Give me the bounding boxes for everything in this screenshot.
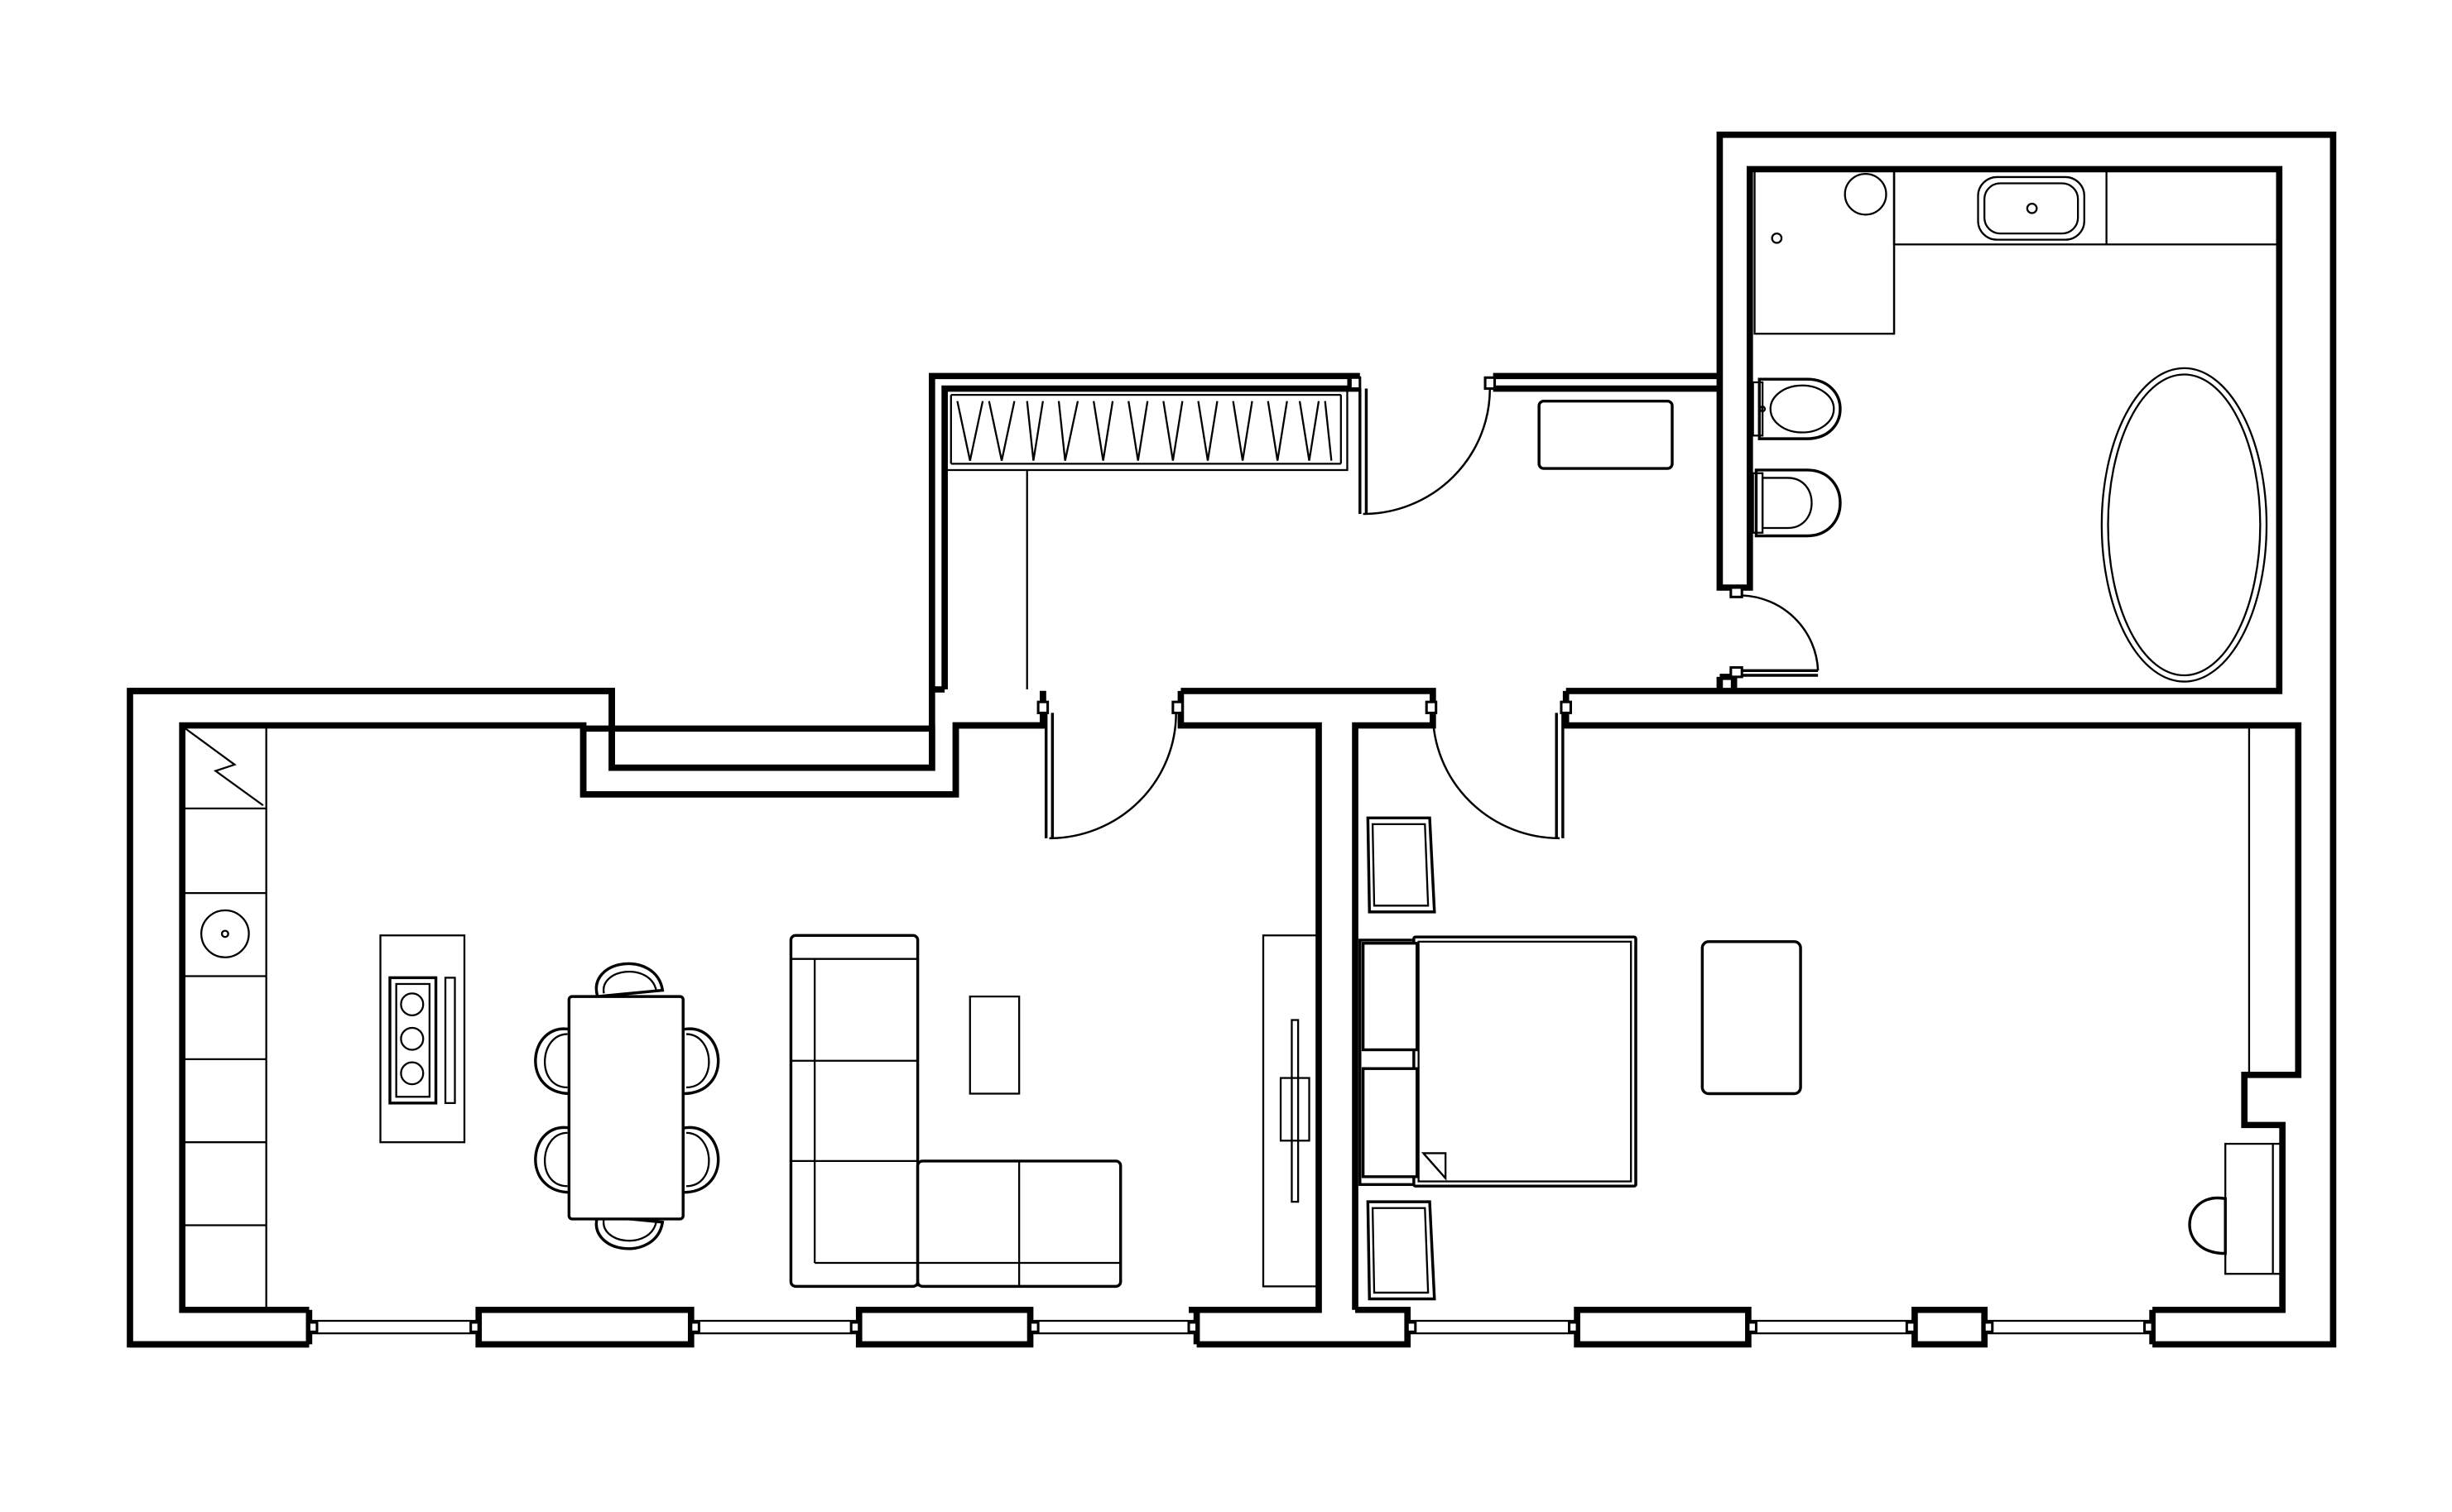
built-in-wardrobe bbox=[943, 387, 1349, 690]
south-wall-living-pier-2 bbox=[855, 1306, 1034, 1348]
oval-bathtub bbox=[2100, 367, 2268, 683]
cooktop-island bbox=[379, 934, 466, 1144]
kitchen-counter bbox=[182, 725, 267, 1310]
walls bbox=[127, 132, 2337, 1348]
chair bbox=[594, 1214, 665, 1250]
doors bbox=[1036, 376, 1820, 840]
toilet bbox=[1752, 377, 1842, 440]
south-wall-living-pier-1 bbox=[475, 1306, 695, 1348]
dining-table bbox=[567, 995, 685, 1221]
fridge-symbol bbox=[185, 727, 264, 807]
south-wall-bedroom-pier-1 bbox=[1574, 1306, 1752, 1348]
chair bbox=[681, 1027, 720, 1096]
bathroom-door bbox=[1729, 586, 1820, 679]
bedroom-window-3 bbox=[1983, 1319, 2154, 1335]
living-window-2 bbox=[690, 1319, 861, 1335]
sink bbox=[200, 909, 250, 958]
living-window-3 bbox=[1029, 1319, 1199, 1335]
coffee-table bbox=[969, 995, 1021, 1095]
hall-wall-north-right bbox=[1493, 372, 1720, 392]
entrance-door bbox=[1349, 376, 1497, 516]
south-wall-center bbox=[1193, 1306, 1411, 1348]
bidet bbox=[1752, 468, 1842, 538]
armchair-bottom bbox=[1366, 1200, 1436, 1301]
bedroom-window-2 bbox=[1747, 1319, 1916, 1335]
bedroom-door bbox=[1425, 700, 1572, 840]
nightstand bbox=[1361, 942, 1419, 1052]
bedroom-wall-north bbox=[1562, 132, 2337, 1348]
living-door bbox=[1036, 700, 1184, 840]
bench bbox=[1537, 399, 1674, 470]
shower bbox=[1753, 168, 1896, 335]
sectional-sofa bbox=[789, 934, 1123, 1289]
desk-chair bbox=[2188, 1196, 2227, 1255]
bedroom-window-1 bbox=[1406, 1319, 1579, 1335]
living-outline-outer bbox=[127, 372, 1360, 1348]
south-wall-living bbox=[130, 1306, 313, 1348]
nightstand bbox=[1361, 1067, 1419, 1178]
chair bbox=[594, 962, 665, 998]
chair bbox=[534, 1027, 573, 1096]
living-window-1 bbox=[307, 1319, 480, 1335]
dining-set bbox=[534, 962, 720, 1250]
south-wall-bedroom-pier-2 bbox=[1911, 1306, 1988, 1348]
tv-console bbox=[1262, 934, 1320, 1288]
chair bbox=[681, 1126, 720, 1194]
desk bbox=[2188, 1142, 2284, 1275]
living-outline-inner bbox=[179, 690, 1046, 1313]
double-bed bbox=[1358, 935, 1637, 1188]
chair bbox=[534, 1126, 573, 1194]
vanity-sink bbox=[1892, 168, 2281, 246]
windows bbox=[307, 1319, 2154, 1335]
ottoman bbox=[1700, 940, 1802, 1096]
armchair-top bbox=[1366, 816, 1436, 914]
